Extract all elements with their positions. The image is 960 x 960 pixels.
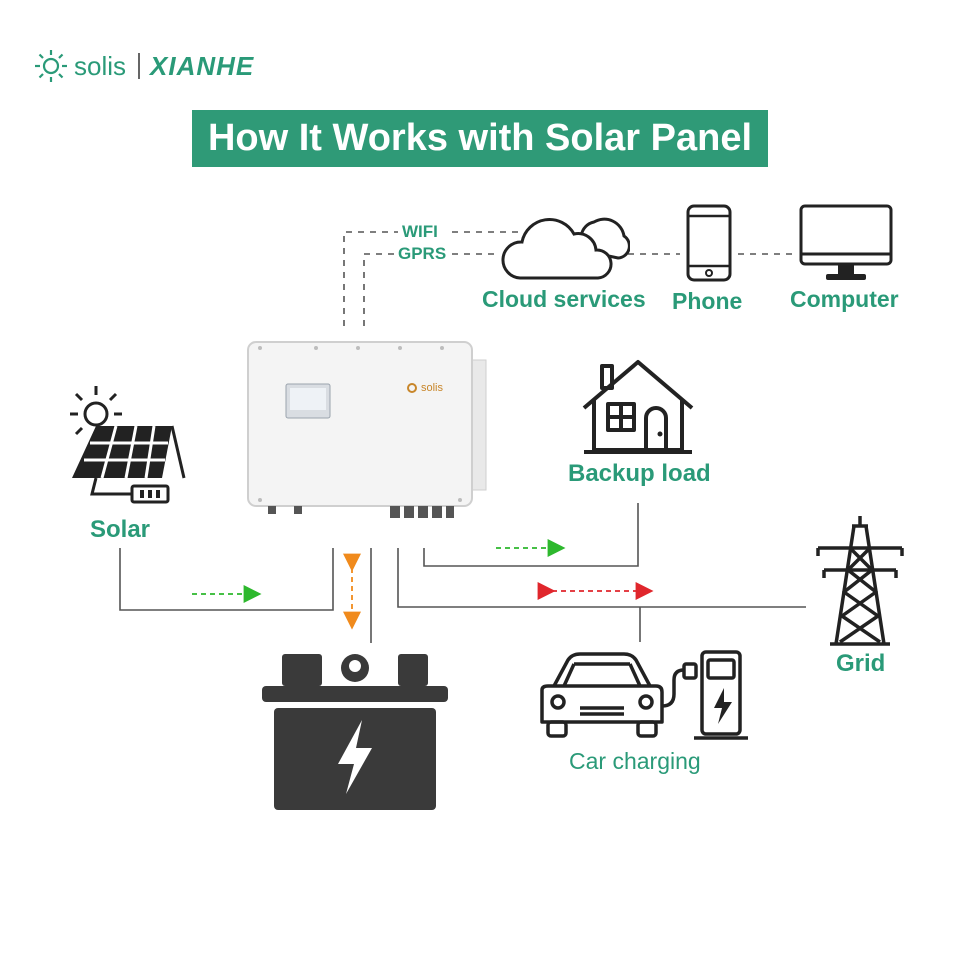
- cloud-icon: [501, 217, 630, 280]
- grid-tower-icon: [816, 516, 904, 646]
- inverter: solis: [246, 340, 494, 520]
- inverter-logo: solis: [406, 382, 443, 394]
- grid-label: Grid: [836, 650, 886, 677]
- car-charging-label: Car charging: [569, 748, 701, 774]
- brand-header: solis XIANHE: [34, 46, 254, 86]
- inverter-sun-icon: [407, 383, 417, 393]
- backup-load-label: Backup load: [568, 460, 711, 487]
- wifi-label: WIFI: [402, 222, 438, 241]
- solar-label: Solar: [90, 516, 151, 543]
- computer-icon: [799, 204, 893, 280]
- phone-icon: [686, 204, 732, 282]
- brand-separator: [138, 53, 141, 79]
- brand-xianhe-text: XIANHE: [150, 50, 255, 81]
- computer-label: Computer: [790, 286, 899, 312]
- car-charging-icon: [540, 650, 748, 740]
- brand-solis-text: solis: [74, 50, 127, 81]
- solis-sun-logo-icon: [35, 50, 67, 82]
- inverter-body: [247, 341, 487, 518]
- inverter-logo-text: solis: [421, 382, 444, 394]
- phone-label: Phone: [672, 288, 743, 314]
- house-icon: [582, 360, 694, 454]
- page-title: How It Works with Solar Panel: [192, 110, 768, 167]
- cloud-label: Cloud services: [482, 286, 646, 312]
- gprs-label: GPRS: [398, 244, 447, 263]
- solar-panel-icon: [70, 386, 186, 504]
- battery-icon: [262, 654, 448, 810]
